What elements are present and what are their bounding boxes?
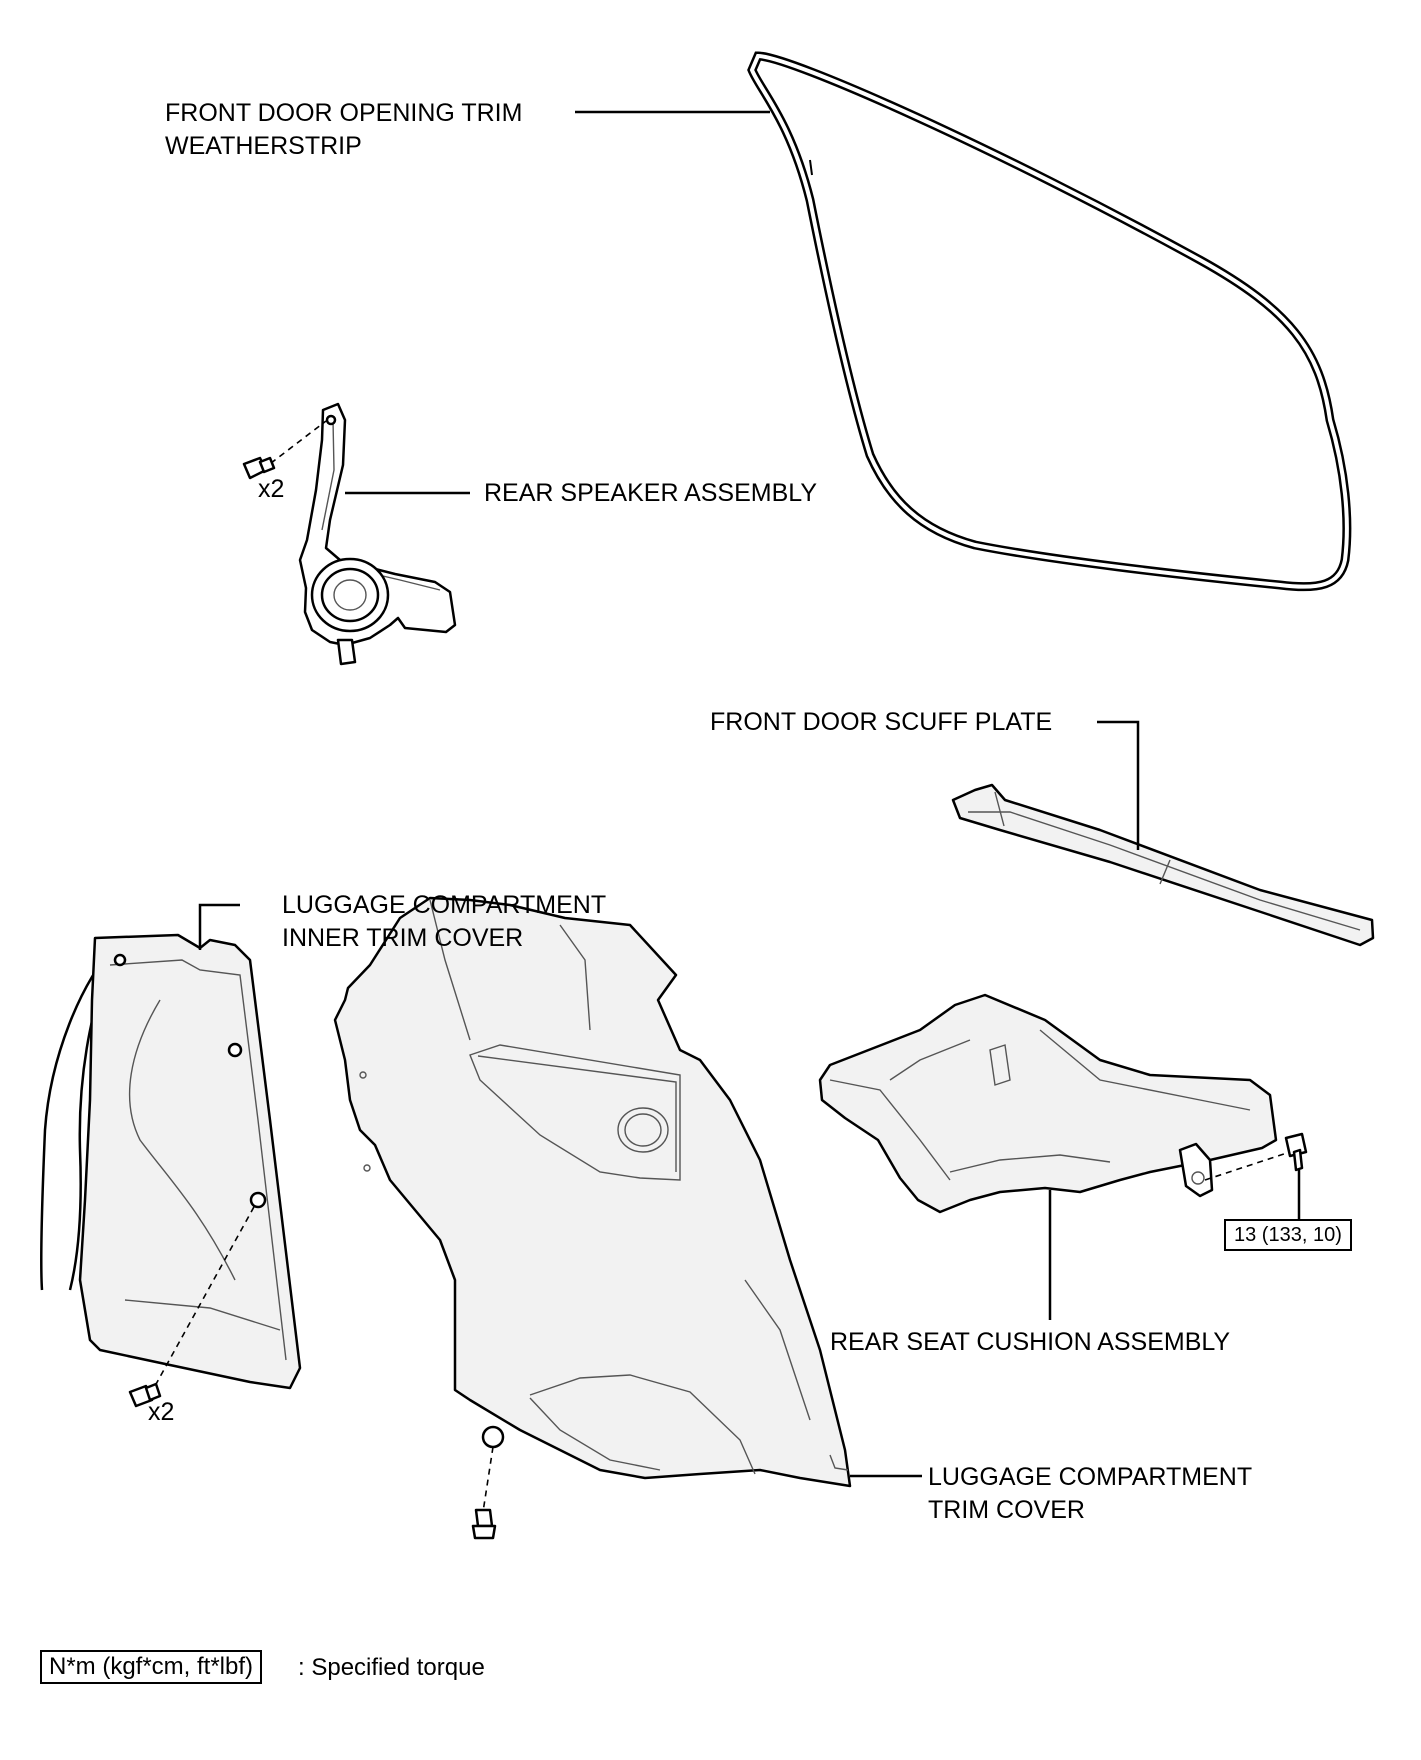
- seat-bolt-path: [1204, 1151, 1291, 1181]
- inner-trim-qty-label: x2: [148, 1398, 175, 1426]
- inner-trim-screw-path: [149, 1204, 256, 1396]
- inner-trim-screw-icon: [128, 1382, 162, 1408]
- trim-cover-label-line1: LUGGAGE COMPARTMENT: [928, 1463, 1253, 1491]
- scuff-plate-label: FRONT DOOR SCUFF PLATE: [710, 708, 1053, 736]
- trim-cover-screw-path: [482, 1446, 494, 1513]
- speaker-label: REAR SPEAKER ASSEMBLY: [484, 479, 817, 507]
- speaker-part: [298, 402, 457, 666]
- trim-cover-label-line2: TRIM COVER: [928, 1496, 1085, 1524]
- inner-trim-label-line2: INNER TRIM COVER: [282, 924, 524, 952]
- seat-bolt-icon: [1284, 1132, 1308, 1172]
- speaker-screw-icon: [242, 456, 276, 480]
- scuff-plate-part: [951, 783, 1375, 947]
- legend-description: : Specified torque: [298, 1654, 485, 1681]
- trim-cover-screw-icon: [471, 1508, 497, 1540]
- scuff-plate-leader: [1097, 720, 1140, 850]
- legend-unit-box: N*m (kgf*cm, ft*lbf): [40, 1650, 263, 1684]
- seat-cushion-label: REAR SEAT CUSHION ASSEMBLY: [830, 1328, 1231, 1356]
- inner-trim-label-line1: LUGGAGE COMPARTMENT: [282, 891, 607, 919]
- trim-cover-part: [333, 896, 852, 1488]
- speaker-qty-label: x2: [258, 475, 285, 503]
- weatherstrip-label-line2: WEATHERSTRIP: [165, 132, 362, 160]
- weatherstrip-part: [747, 51, 1352, 592]
- inner-trim-leader: [198, 903, 240, 950]
- seat-cushion-part: [818, 993, 1278, 1214]
- torque-spec-box: 13 (133, 10): [1224, 1219, 1352, 1251]
- weatherstrip-label-line1: FRONT DOOR OPENING TRIM: [165, 99, 523, 127]
- inner-trim-cover-part: [39, 933, 302, 1390]
